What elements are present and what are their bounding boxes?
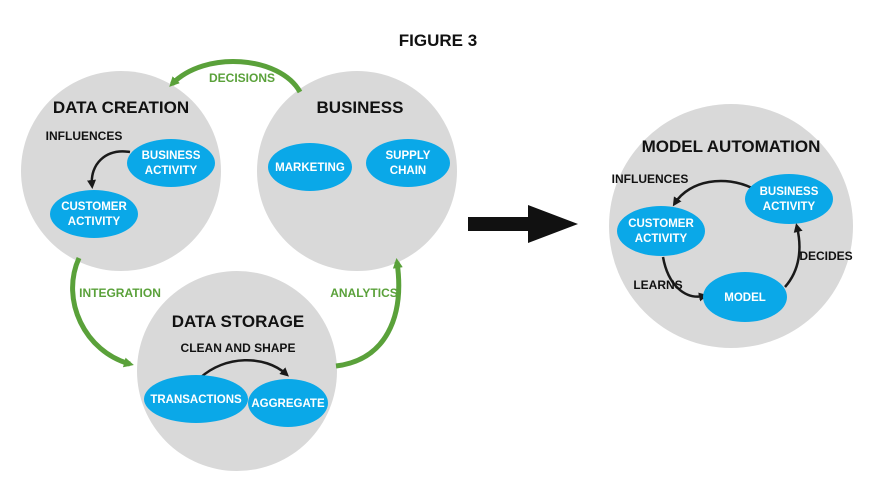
transition-arrow-icon <box>468 205 578 243</box>
ma-customer-activity-oval <box>617 206 705 256</box>
dc-business-activity-oval <box>127 139 215 187</box>
integration-arrow <box>70 256 134 368</box>
model-automation-circle <box>609 104 853 348</box>
business-circle <box>257 71 457 271</box>
marketing-label: MARKETING <box>275 162 345 174</box>
data-creation-title: DATA CREATION <box>53 98 189 117</box>
supply-chain-line1: SUPPLY <box>386 150 431 162</box>
data-storage-title: DATA STORAGE <box>172 312 305 331</box>
marketing-oval <box>268 143 352 191</box>
dc-customer-activity-line1: CUSTOMER <box>61 201 127 213</box>
dc-customer-activity-oval <box>50 190 138 238</box>
ma-decides-label: DECIDES <box>799 249 852 263</box>
transactions-label: TRANSACTIONS <box>150 394 242 406</box>
aggregate-label: AGGREGATE <box>251 398 325 410</box>
ma-learns-arrow <box>661 256 708 302</box>
ma-influences-arrow <box>672 179 753 207</box>
data-creation-influences-label: INFLUENCES <box>46 129 123 143</box>
dc-business-activity-line1: BUSINESS <box>142 150 201 162</box>
ma-business-activity-line1: BUSINESS <box>760 186 819 198</box>
ma-customer-activity-line1: CUSTOMER <box>628 218 694 230</box>
integration-label: INTEGRATION <box>79 286 161 300</box>
figure-title: FIGURE 3 <box>399 31 477 50</box>
data-storage-circle <box>137 271 337 471</box>
analytics-arrow <box>335 258 403 369</box>
ma-business-activity-line2: ACTIVITY <box>763 201 816 213</box>
transactions-oval <box>144 375 248 423</box>
analytics-label: ANALYTICS <box>330 286 398 300</box>
aggregate-oval <box>248 379 328 427</box>
clean-and-shape-label: CLEAN AND SHAPE <box>181 341 296 355</box>
business-title: BUSINESS <box>317 98 404 117</box>
data-creation-influences-arrow <box>87 150 131 189</box>
dc-business-activity-line2: ACTIVITY <box>145 165 198 177</box>
ma-influences-label: INFLUENCES <box>612 172 689 186</box>
decisions-label: DECISIONS <box>209 71 275 85</box>
ma-customer-activity-line2: ACTIVITY <box>635 233 688 245</box>
supply-chain-line2: CHAIN <box>390 165 426 177</box>
ma-learns-label: LEARNS <box>633 278 682 292</box>
ma-model-label: MODEL <box>724 292 766 304</box>
ma-business-activity-oval <box>745 174 833 224</box>
ma-model-oval <box>703 272 787 322</box>
ma-decides-arrow <box>784 223 803 288</box>
clean-and-shape-arrow <box>199 358 289 379</box>
model-automation-title: MODEL AUTOMATION <box>642 137 821 156</box>
decisions-arrow <box>169 59 303 94</box>
supply-chain-oval <box>366 139 450 187</box>
dc-customer-activity-line2: ACTIVITY <box>68 216 121 228</box>
